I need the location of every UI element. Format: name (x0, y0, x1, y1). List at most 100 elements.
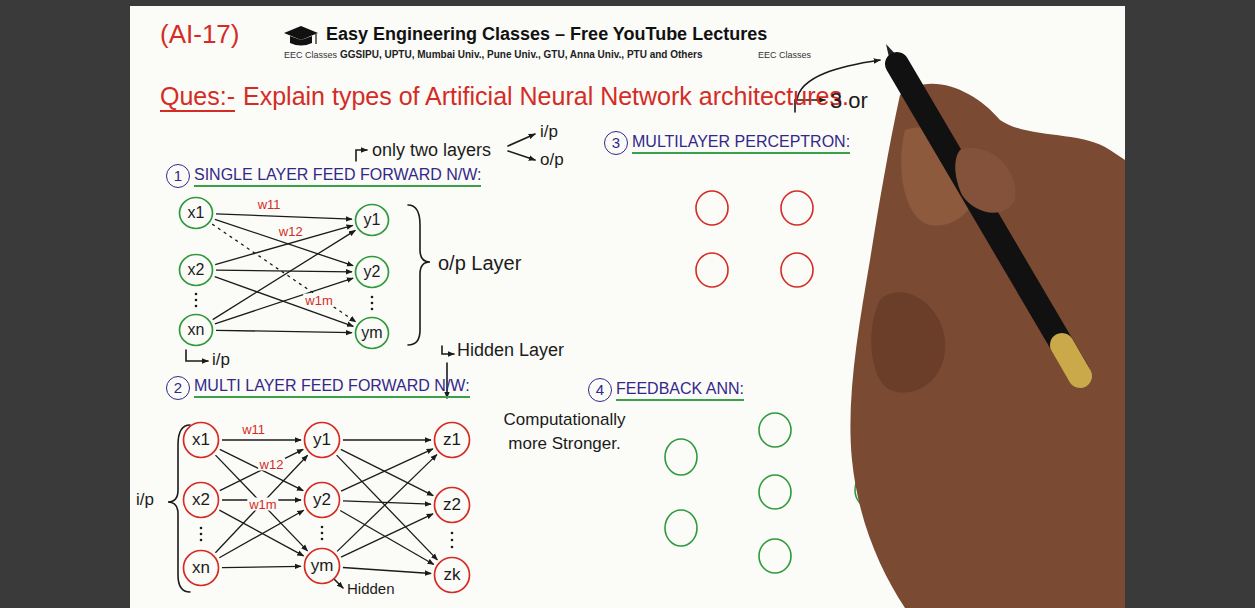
section-heading: FEEDBACK ANN: (616, 380, 744, 401)
cap-tassel (315, 34, 316, 44)
neuron-text-group: zk (444, 566, 461, 585)
neuron-circle (435, 558, 470, 593)
neuron-circle (435, 488, 470, 523)
weight-label: w11 (240, 423, 267, 436)
connector-arrow (215, 455, 307, 552)
neuron-circle (184, 551, 219, 586)
channel-title: Easy Engineering Classes – Free YouTube … (326, 24, 767, 45)
connector-arrow (215, 278, 353, 324)
neuron-label: x1 (192, 431, 210, 450)
empty-neuron (665, 510, 697, 546)
dot (451, 539, 454, 542)
neuron-node: ym (354, 316, 390, 350)
lecture-code: (AI-17) (160, 20, 239, 50)
output-layer-brace (408, 205, 430, 345)
neuron-node: y2 (354, 255, 390, 289)
connector-arrow (213, 230, 356, 319)
neuron-label: zk (444, 566, 461, 585)
neuron-circle (435, 423, 470, 458)
connector-arrow (219, 510, 303, 557)
neuron-label: z2 (443, 496, 461, 515)
neuron-circle (180, 315, 213, 346)
neuron-circle (305, 423, 340, 458)
empty-neuron (759, 413, 791, 447)
neuron-node: x2 (182, 481, 220, 519)
paper-sheet (130, 6, 1125, 608)
dot (321, 532, 324, 535)
neuron-text-group: y1 (364, 211, 381, 229)
connector-arrow (337, 455, 437, 552)
note-text: i/p (540, 122, 558, 142)
callout-number: 2 (166, 376, 190, 400)
connector-arrow (216, 270, 352, 272)
neuron-node: xn (182, 549, 220, 587)
neuron-label: y1 (364, 211, 381, 229)
dot (195, 299, 198, 302)
neuron-node: x2 (178, 253, 214, 287)
marker-body (897, 64, 1078, 372)
hand-shape (850, 84, 1125, 608)
connector-arrow (341, 514, 433, 557)
neuron-circle (356, 318, 389, 349)
neuron-label: y2 (364, 263, 381, 281)
section-heading: MULTI LAYER FEED FORWARD N/W: (194, 377, 470, 398)
note-text: Computationally more Stronger. (492, 408, 637, 456)
connector-arrow (340, 511, 434, 565)
writing-hand (850, 44, 1125, 608)
connector-arrow (216, 330, 352, 332)
neuron-label: ym (361, 324, 382, 342)
neuron-text-group: y2 (364, 263, 381, 281)
neuron-text-group: xn (188, 321, 205, 339)
connector-arrow (212, 224, 356, 322)
graduation-cap-icon (284, 26, 318, 46)
neuron-label: y1 (313, 431, 331, 450)
connector-arrow (220, 449, 303, 490)
cap-base (290, 36, 312, 46)
neuron-node: x1 (182, 421, 220, 459)
annotation-arrow (508, 134, 535, 146)
fingertip (955, 148, 1015, 213)
dot (195, 293, 198, 296)
channel-tag: EEC Classes (758, 50, 811, 60)
neuron-text-group: y2 (313, 491, 331, 510)
layer-label: Hidden (347, 580, 395, 597)
neuron-circle (184, 423, 219, 458)
layer-label: o/p Layer (438, 252, 521, 275)
neuron-label: x2 (192, 491, 210, 510)
neuron-label: z1 (443, 431, 461, 450)
connector-arrow (220, 449, 303, 490)
neuron-circle (180, 198, 213, 229)
dot (371, 296, 374, 299)
annotation-arrow (508, 151, 535, 160)
connector-arrow (215, 277, 354, 327)
connector-arrow (341, 449, 433, 491)
neuron-text-group: xn (192, 559, 210, 578)
dot (371, 302, 374, 305)
neuron-node: ym (303, 547, 341, 585)
neuron-label: x2 (188, 261, 205, 279)
neuron-node: y1 (354, 203, 390, 237)
neuron-circle (356, 205, 389, 236)
weight-label: w1m (247, 498, 278, 511)
neuron-text-group: x2 (192, 491, 210, 510)
neuron-text-group: z1 (443, 431, 461, 450)
empty-neuron (759, 475, 791, 509)
annotation-arrow (356, 150, 367, 161)
neuron-text-group: x2 (188, 261, 205, 279)
connector-arrow (215, 219, 353, 265)
neuron-circle (305, 549, 340, 584)
dot (200, 539, 203, 542)
weight-label: w1m (303, 294, 334, 307)
dot (200, 527, 203, 530)
note-text: 3 or (830, 88, 868, 113)
marker-cap (1062, 345, 1080, 376)
neuron-text-group: z2 (443, 496, 461, 515)
neuron-node: x1 (178, 196, 214, 230)
question-text-block: Ques:-Explain types of Artificial Neural… (160, 76, 880, 116)
neuron-label: xn (188, 321, 205, 339)
neuron-node: xn (178, 313, 214, 347)
neuron-circle (184, 483, 219, 518)
neuron-text-group: ym (311, 557, 334, 576)
dot (451, 546, 454, 549)
